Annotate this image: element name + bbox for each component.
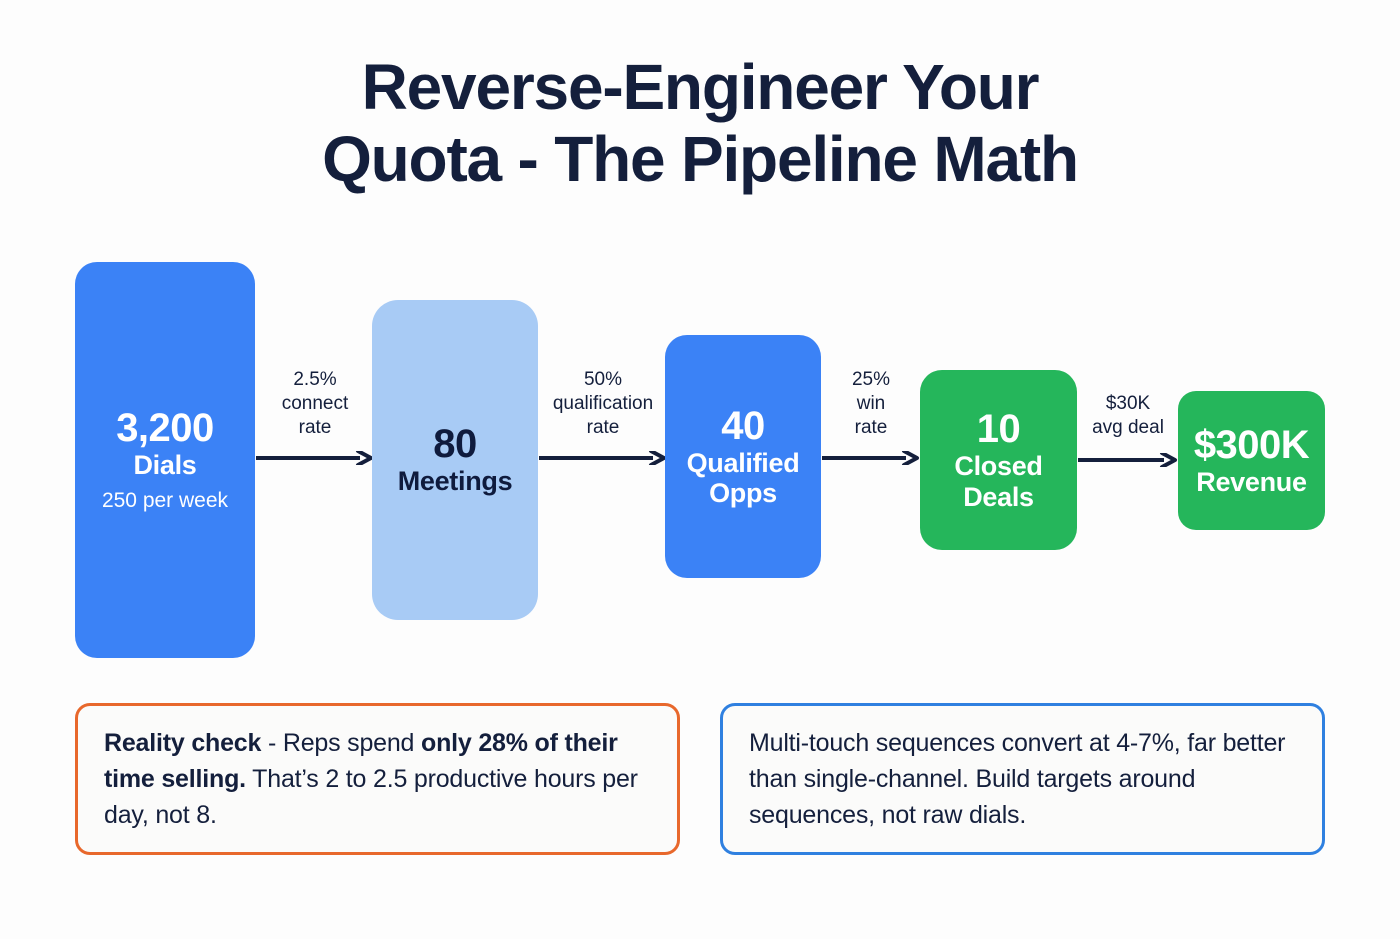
- stage-label: Closed Deals: [954, 451, 1043, 512]
- connector-meetings-to-opps: 50% qualification rate: [539, 368, 667, 466]
- stage-value: 40: [721, 403, 765, 448]
- connector-label-line-1: 50%: [583, 369, 623, 390]
- funnel-stage-revenue: $300K Revenue: [1178, 391, 1325, 530]
- callout-left-text-1: - Reps spend: [261, 728, 422, 757]
- callout-right-text: Multi-touch sequences convert at 4-7%, f…: [749, 728, 1286, 830]
- callout-left-bold-1: Reality check: [104, 728, 262, 757]
- stage-value: 10: [976, 407, 1021, 452]
- arrow-right-icon: [539, 451, 667, 466]
- arrow-right-icon: [822, 451, 920, 466]
- callout-left-bold-2: only 28% of their time selling.: [104, 728, 618, 793]
- connector-label-line-2: connect: [281, 392, 349, 414]
- stage-value: $300K: [1193, 422, 1310, 467]
- connector-label-line-3: rate: [298, 416, 332, 438]
- connector-label-line-2: avg deal: [1092, 416, 1164, 438]
- funnel-stage-closed-deals: 10 Closed Deals: [920, 370, 1077, 550]
- connector-label-line-3: rate: [854, 416, 888, 438]
- stage-value: 80: [433, 422, 477, 467]
- stage-label: Meetings: [397, 466, 513, 497]
- stage-value: 3,200: [116, 405, 214, 450]
- callout-left-text-2: That’s 2 to 2.5 productive hours per day…: [104, 764, 638, 830]
- connector-dials-to-meetings: 2.5% connect rate: [256, 368, 374, 466]
- callout-reality-check: Reality check - Reps spend only 28% of t…: [75, 703, 680, 855]
- connector-label-line-2: win: [856, 392, 886, 414]
- connector-label-line-3: rate: [586, 416, 620, 438]
- arrow-right-icon: [256, 451, 374, 466]
- callout-left-text: Reality check - Reps spend only 28% of t…: [104, 725, 651, 834]
- connector-label-line-1: $30K: [1105, 393, 1151, 414]
- callout-multi-touch: Multi-touch sequences convert at 4-7%, f…: [720, 703, 1325, 855]
- title-line-2: Quota - The Pipeline Math: [322, 122, 1079, 195]
- stage-subtext: 250 per week: [101, 489, 229, 513]
- stage-label: Revenue: [1196, 466, 1307, 497]
- arrow-right-icon: [1078, 452, 1178, 467]
- connector-deals-to-revenue: $30K avg deal: [1078, 392, 1178, 467]
- page-title: Reverse-Engineer Your Quota - The Pipeli…: [0, 51, 1400, 195]
- funnel-stage-qualified-opps: 40 Qualified Opps: [665, 335, 821, 578]
- stage-label: Dials: [133, 449, 197, 480]
- connector-label-line-2: qualification: [552, 392, 654, 414]
- connector-label-line-1: 25%: [851, 369, 891, 390]
- funnel-stage-meetings: 80 Meetings: [372, 300, 538, 620]
- stage-label: Qualified Opps: [686, 447, 800, 509]
- funnel-stage-dials: 3,200 Dials 250 per week: [75, 262, 255, 658]
- connector-opps-to-deals: 25% win rate: [822, 368, 920, 466]
- title-line-1: Reverse-Engineer Your: [361, 51, 1040, 123]
- connector-label-line-1: 2.5%: [293, 369, 337, 390]
